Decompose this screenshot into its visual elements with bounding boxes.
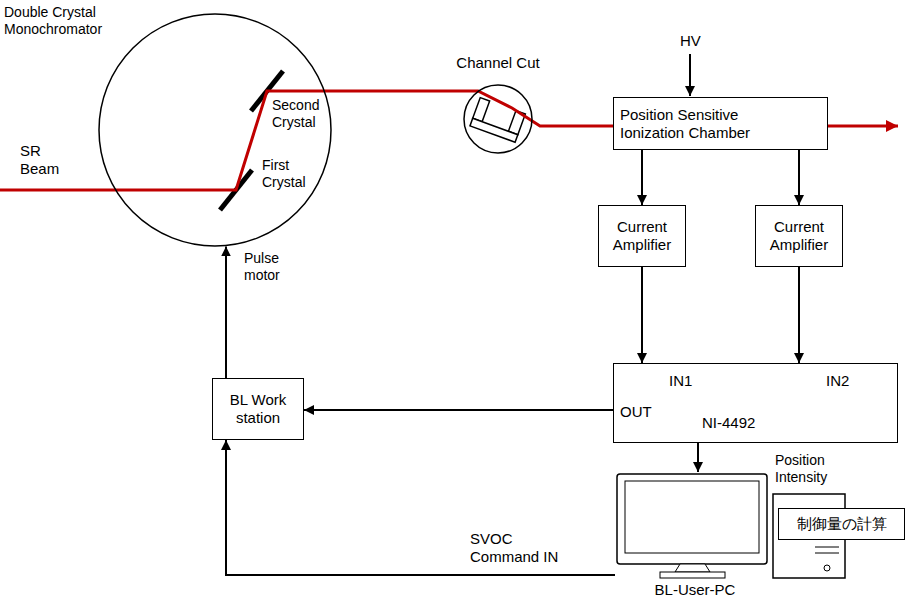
sr-beam: [0, 91, 898, 190]
computer-name: BL-User-PC: [625, 581, 765, 599]
box-text: NI-4492: [702, 414, 792, 432]
process-box: Current Amplifier: [755, 205, 843, 267]
box-text: Position Sensitive Ionization Chamber: [620, 106, 795, 142]
part-label: SR Beam: [20, 142, 65, 178]
node-heading: Double Crystal Monochromator: [4, 4, 116, 38]
signal-arrow: [641, 150, 643, 205]
box-text: Current Amplifier: [762, 218, 836, 254]
circle-node: Double Crystal Monochromator: [98, 13, 332, 247]
circle-outline: [463, 84, 533, 154]
circle-node: Channel Cut: [463, 84, 533, 154]
box-text: BL Work station: [219, 391, 297, 427]
part-label: Second Crystal: [272, 97, 328, 131]
box-text: OUT: [620, 403, 665, 421]
circle-outline: [98, 13, 332, 247]
box-text: Current Amplifier: [605, 218, 679, 254]
process-box: 制御量の計算: [778, 508, 905, 540]
hv-wire: [689, 54, 691, 96]
part-label: First Crystal: [262, 157, 318, 191]
signal-arrow: [641, 267, 643, 363]
part-label: Position Intensity: [775, 452, 847, 486]
signal-arrow: [225, 246, 227, 378]
box-text: IN1: [669, 372, 709, 390]
part-label: HV: [680, 32, 710, 50]
process-box: BL Work station: [212, 378, 304, 440]
part-label: Pulse motor: [244, 250, 294, 284]
channel-cut-crystal: [470, 98, 525, 143]
process-box: Position Sensitive Ionization Chamber: [613, 97, 828, 150]
node-heading: Channel Cut: [433, 54, 563, 72]
signal-arrow: [798, 150, 800, 205]
signal-arrow: [697, 443, 699, 472]
process-box: IN1 IN2OUT NI-4492: [613, 363, 898, 443]
box-text: IN2: [826, 372, 866, 390]
box-text: 制御量の計算: [797, 515, 887, 533]
signal-arrow: [226, 440, 615, 575]
signal-label: SVOC Command IN: [468, 530, 570, 566]
signal-arrow: [304, 409, 613, 411]
signal-arrow: [798, 267, 800, 363]
process-box: Current Amplifier: [598, 205, 686, 267]
